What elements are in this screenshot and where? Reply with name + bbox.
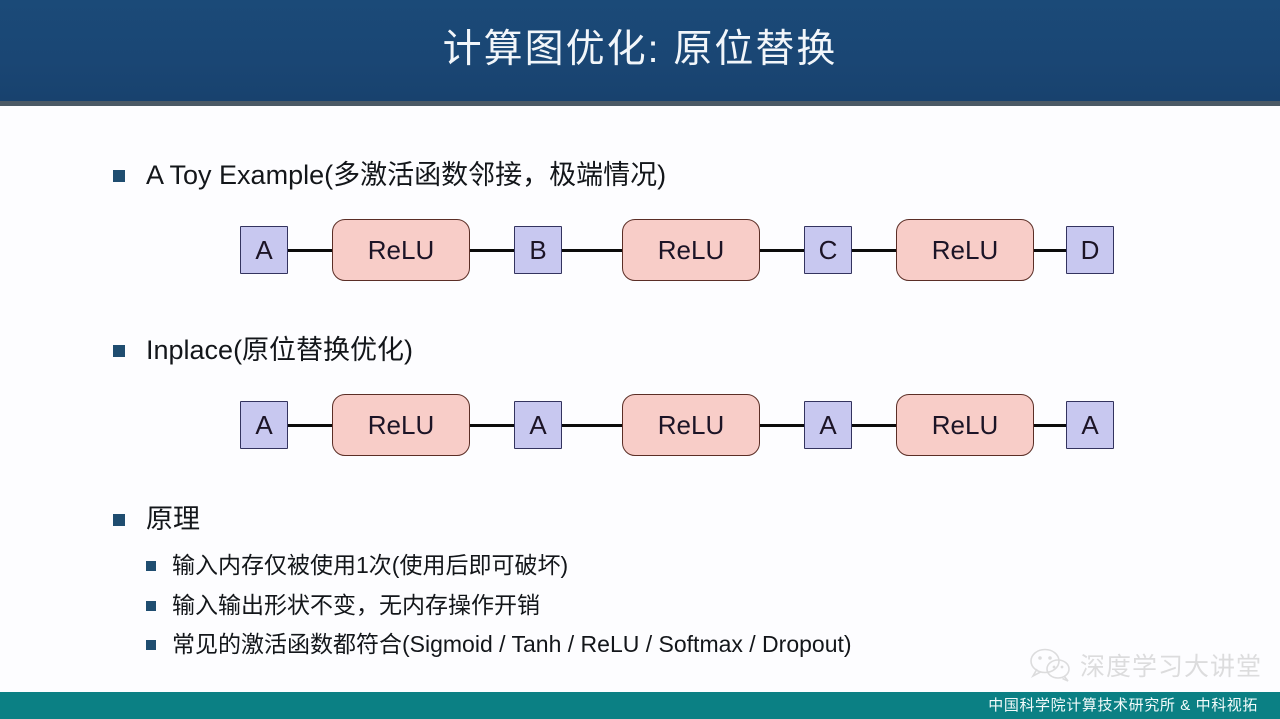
graph-node-var: B (514, 226, 562, 274)
bullet-square-icon (146, 561, 156, 571)
graph-node-op: ReLU (622, 219, 760, 281)
graph-edge (562, 248, 622, 252)
bullet-square-icon (113, 170, 125, 182)
graph-node-op: ReLU (622, 394, 760, 456)
toy-example-graph: A ReLU B ReLU C ReLU D (240, 215, 1114, 285)
graph-edge (470, 248, 514, 252)
graph-edge (760, 248, 804, 252)
bullet-square-icon (113, 514, 125, 526)
bullet-square-icon (146, 601, 156, 611)
inplace-graph: A ReLU A ReLU A ReLU A (240, 390, 1114, 460)
bullet-item-toy-example: A Toy Example(多激活函数邻接，极端情况) (113, 157, 666, 193)
graph-node-var: A (514, 401, 562, 449)
watermark: 深度学习大讲堂 (1029, 647, 1262, 683)
sub-bullet-item-activations: 常见的激活函数都符合(Sigmoid / Tanh / ReLU / Softm… (146, 628, 852, 660)
graph-node-var: A (240, 401, 288, 449)
graph-node-op: ReLU (896, 394, 1034, 456)
watermark-label: 深度学习大讲堂 (1079, 653, 1262, 681)
sub-bullet-item-shape-unchanged: 输入输出形状不变，无内存操作开销 (146, 589, 540, 621)
bullet-item-inplace: Inplace(原位替换优化) (113, 332, 413, 368)
title-banner (0, 0, 1280, 101)
footer-label: 中国科学院计算技术研究所 & 中科视拓 (988, 697, 1258, 714)
graph-edge (1034, 423, 1066, 427)
bullet-label: A Toy Example(多激活函数邻接，极端情况) (146, 160, 667, 190)
page-title: 计算图优化: 原位替换 (442, 28, 838, 71)
graph-node-op: ReLU (896, 219, 1034, 281)
graph-edge (562, 423, 622, 427)
graph-edge (288, 248, 332, 252)
sub-bullet-label: 常见的激活函数都符合(Sigmoid / Tanh / ReLU / Softm… (172, 631, 852, 657)
graph-edge (852, 423, 896, 427)
graph-edge (760, 423, 804, 427)
graph-node-op: ReLU (332, 394, 470, 456)
title-banner-edge (0, 101, 1280, 106)
graph-edge (288, 423, 332, 427)
footer-bar: 中国科学院计算技术研究所 & 中科视拓 (0, 692, 1280, 719)
graph-node-var: A (240, 226, 288, 274)
graph-node-op: ReLU (332, 219, 470, 281)
bullet-item-principle: 原理 (113, 501, 200, 537)
graph-edge (470, 423, 514, 427)
sub-bullet-label: 输入内存仅被使用1次(使用后即可破坏) (172, 552, 569, 578)
bullet-square-icon (146, 640, 156, 650)
sub-bullet-item-memory-once: 输入内存仅被使用1次(使用后即可破坏) (146, 549, 568, 581)
sub-bullet-label: 输入输出形状不变，无内存操作开销 (172, 592, 540, 618)
bullet-square-icon (113, 345, 125, 357)
graph-edge (1034, 248, 1066, 252)
graph-edge (852, 248, 896, 252)
wechat-icon (1030, 648, 1070, 682)
graph-node-var: D (1066, 226, 1114, 274)
bullet-label: Inplace(原位替换优化) (146, 335, 414, 365)
graph-node-var: A (1066, 401, 1114, 449)
graph-node-var: C (804, 226, 852, 274)
graph-node-var: A (804, 401, 852, 449)
bullet-label: 原理 (146, 504, 200, 534)
